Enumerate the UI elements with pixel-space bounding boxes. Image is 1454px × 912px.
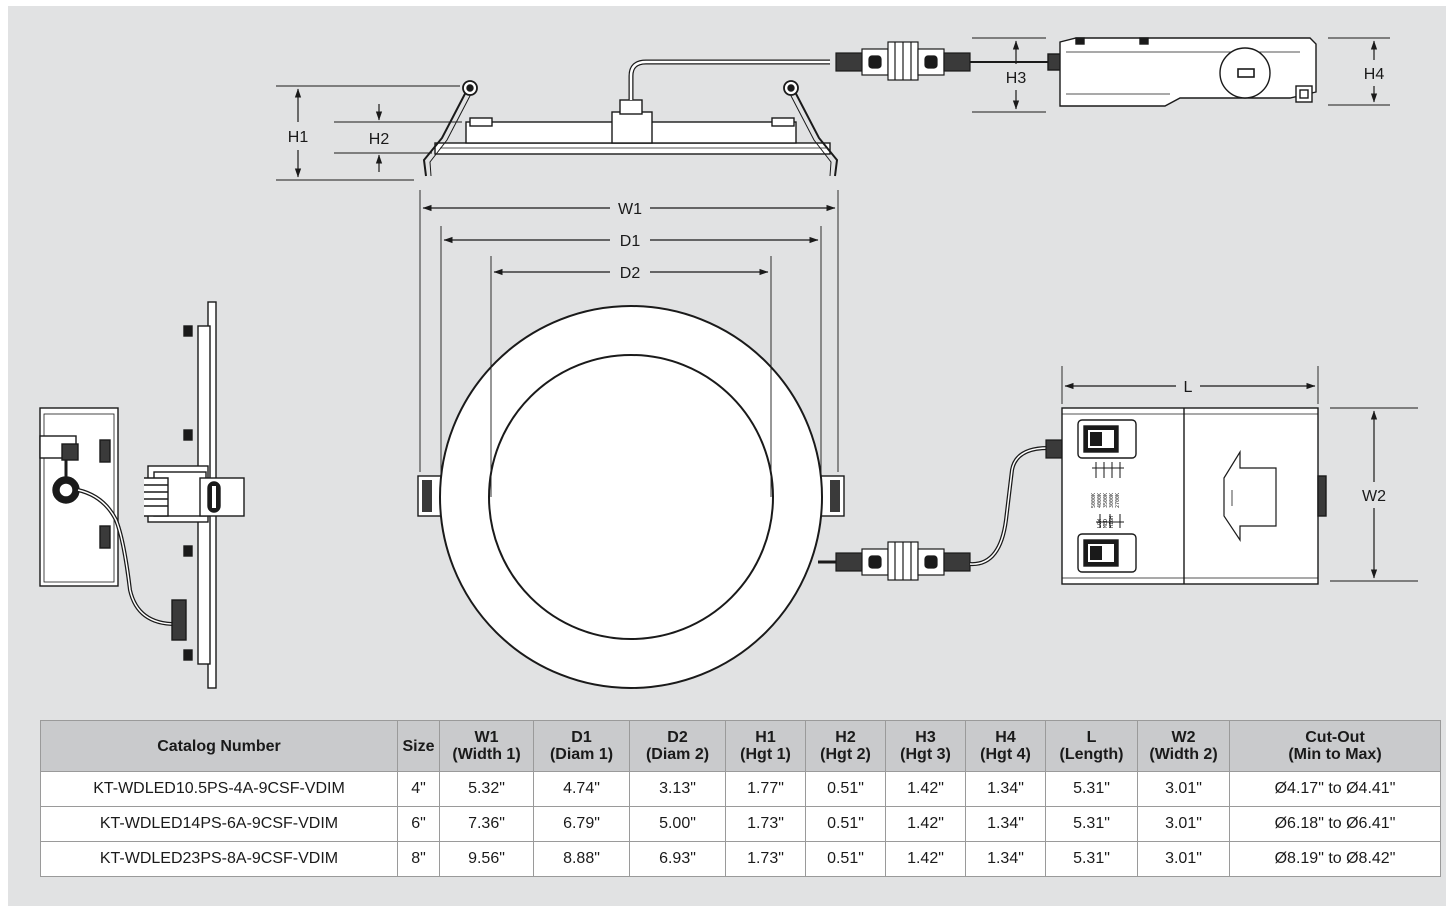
cell-w2: 3.01" xyxy=(1137,771,1230,807)
cell-h1: 1.73" xyxy=(725,806,806,842)
cell-size: 4" xyxy=(397,771,440,807)
cell-w2: 3.01" xyxy=(1137,841,1230,877)
cct-3500: 3500K xyxy=(1103,493,1109,508)
cell-h4: 1.34" xyxy=(965,841,1046,877)
cell-size: 8" xyxy=(397,841,440,877)
cell-h2: 0.51" xyxy=(805,841,886,877)
label-l: L xyxy=(1184,379,1193,396)
cell-h1: 1.73" xyxy=(725,841,806,877)
header-d1: D1(Diam 1) xyxy=(533,720,630,772)
label-d1: D1 xyxy=(620,233,641,250)
cell-d1: 6.79" xyxy=(533,806,630,842)
cell-cut-out: Ø4.17" to Ø4.41" xyxy=(1229,771,1441,807)
cell-l: 5.31" xyxy=(1045,771,1138,807)
cell-catalog-number: KT-WDLED14PS-6A-9CSF-VDIM xyxy=(40,806,398,842)
top-connector xyxy=(835,41,1048,81)
label-h4: H4 xyxy=(1364,66,1385,83)
dimension-labels: W1 D1 D2 H1 H2 H3 H4 L W2 xyxy=(288,66,1386,505)
dimensions-table: Catalog Number Size W1(Width 1) D1(Diam … xyxy=(40,720,1441,877)
header-d2: D2(Diam 2) xyxy=(629,720,726,772)
cell-w1: 9.56" xyxy=(439,841,534,877)
cell-h3: 1.42" xyxy=(885,806,966,842)
label-h2: H2 xyxy=(369,131,390,148)
label-d2: D2 xyxy=(620,265,641,282)
fixture-left-side-view xyxy=(39,301,245,689)
dim-med: MED xyxy=(1103,519,1109,528)
cell-d2: 5.00" xyxy=(629,806,726,842)
header-size: Size xyxy=(397,720,440,772)
header-l: L(Length) xyxy=(1045,720,1138,772)
label-h1: H1 xyxy=(288,129,309,146)
cell-h4: 1.34" xyxy=(965,806,1046,842)
header-h4: H4(Hgt 4) xyxy=(965,720,1046,772)
header-w2: W2(Width 2) xyxy=(1137,720,1230,772)
cell-h2: 0.51" xyxy=(805,806,886,842)
cell-h3: 1.42" xyxy=(885,771,966,807)
cell-cut-out: Ø6.18" to Ø6.41" xyxy=(1229,806,1441,842)
bottom-connector xyxy=(835,439,1063,581)
cell-w2: 3.01" xyxy=(1137,806,1230,842)
cct-3000: 3000K xyxy=(1109,493,1115,508)
cell-w1: 5.32" xyxy=(439,771,534,807)
header-h2: H2(Hgt 2) xyxy=(805,720,886,772)
dim-high: HIGH xyxy=(1109,516,1115,528)
extension-lines xyxy=(276,37,1418,582)
fixture-front-view xyxy=(417,305,845,689)
cell-h4: 1.34" xyxy=(965,771,1046,807)
cell-size: 6" xyxy=(397,806,440,842)
cell-cut-out: Ø8.19" to Ø8.42" xyxy=(1229,841,1441,877)
cct-5000: 5000K xyxy=(1091,493,1097,508)
driver-box-bottom xyxy=(1061,407,1327,585)
cct-2700: 2700K xyxy=(1115,493,1121,508)
cell-d1: 4.74" xyxy=(533,771,630,807)
table-header-row: Catalog Number Size W1(Width 1) D1(Diam … xyxy=(40,720,1441,772)
header-h1: H1(Hgt 1) xyxy=(725,720,806,772)
dimension-drawing: 5000K 4000K 3500K 3000K 2700K LOW MED HI… xyxy=(39,37,1418,689)
cell-w1: 7.36" xyxy=(439,806,534,842)
cell-l: 5.31" xyxy=(1045,806,1138,842)
table-row: KT-WDLED10.5PS-4A-9CSF-VDIM 4" 5.32" 4.7… xyxy=(40,771,1441,807)
driver-box-top xyxy=(1047,37,1317,107)
header-catalog-number: Catalog Number xyxy=(40,720,398,772)
cell-catalog-number: KT-WDLED10.5PS-4A-9CSF-VDIM xyxy=(40,771,398,807)
fixture-side-view xyxy=(422,59,839,177)
cell-l: 5.31" xyxy=(1045,841,1138,877)
driver-label-text: 5000K 4000K 3500K 3000K 2700K LOW MED HI… xyxy=(1091,493,1121,528)
label-w1: W1 xyxy=(618,201,642,218)
header-cut-out: Cut-Out(Min to Max) xyxy=(1229,720,1441,772)
label-w2: W2 xyxy=(1362,488,1386,505)
label-h3: H3 xyxy=(1006,70,1027,87)
cell-catalog-number: KT-WDLED23PS-8A-9CSF-VDIM xyxy=(40,841,398,877)
cell-d1: 8.88" xyxy=(533,841,630,877)
header-h3: H3(Hgt 3) xyxy=(885,720,966,772)
cell-h3: 1.42" xyxy=(885,841,966,877)
cell-h1: 1.77" xyxy=(725,771,806,807)
table-row: KT-WDLED14PS-6A-9CSF-VDIM 6" 7.36" 6.79"… xyxy=(40,806,1441,842)
cct-4000: 4000K xyxy=(1097,493,1103,508)
cell-h2: 0.51" xyxy=(805,771,886,807)
header-w1: W1(Width 1) xyxy=(439,720,534,772)
cell-d2: 6.93" xyxy=(629,841,726,877)
cell-d2: 3.13" xyxy=(629,771,726,807)
table-row: KT-WDLED23PS-8A-9CSF-VDIM 8" 9.56" 8.88"… xyxy=(40,841,1441,877)
dim-low: LOW xyxy=(1097,518,1103,528)
dimension-arrows xyxy=(294,40,1378,579)
